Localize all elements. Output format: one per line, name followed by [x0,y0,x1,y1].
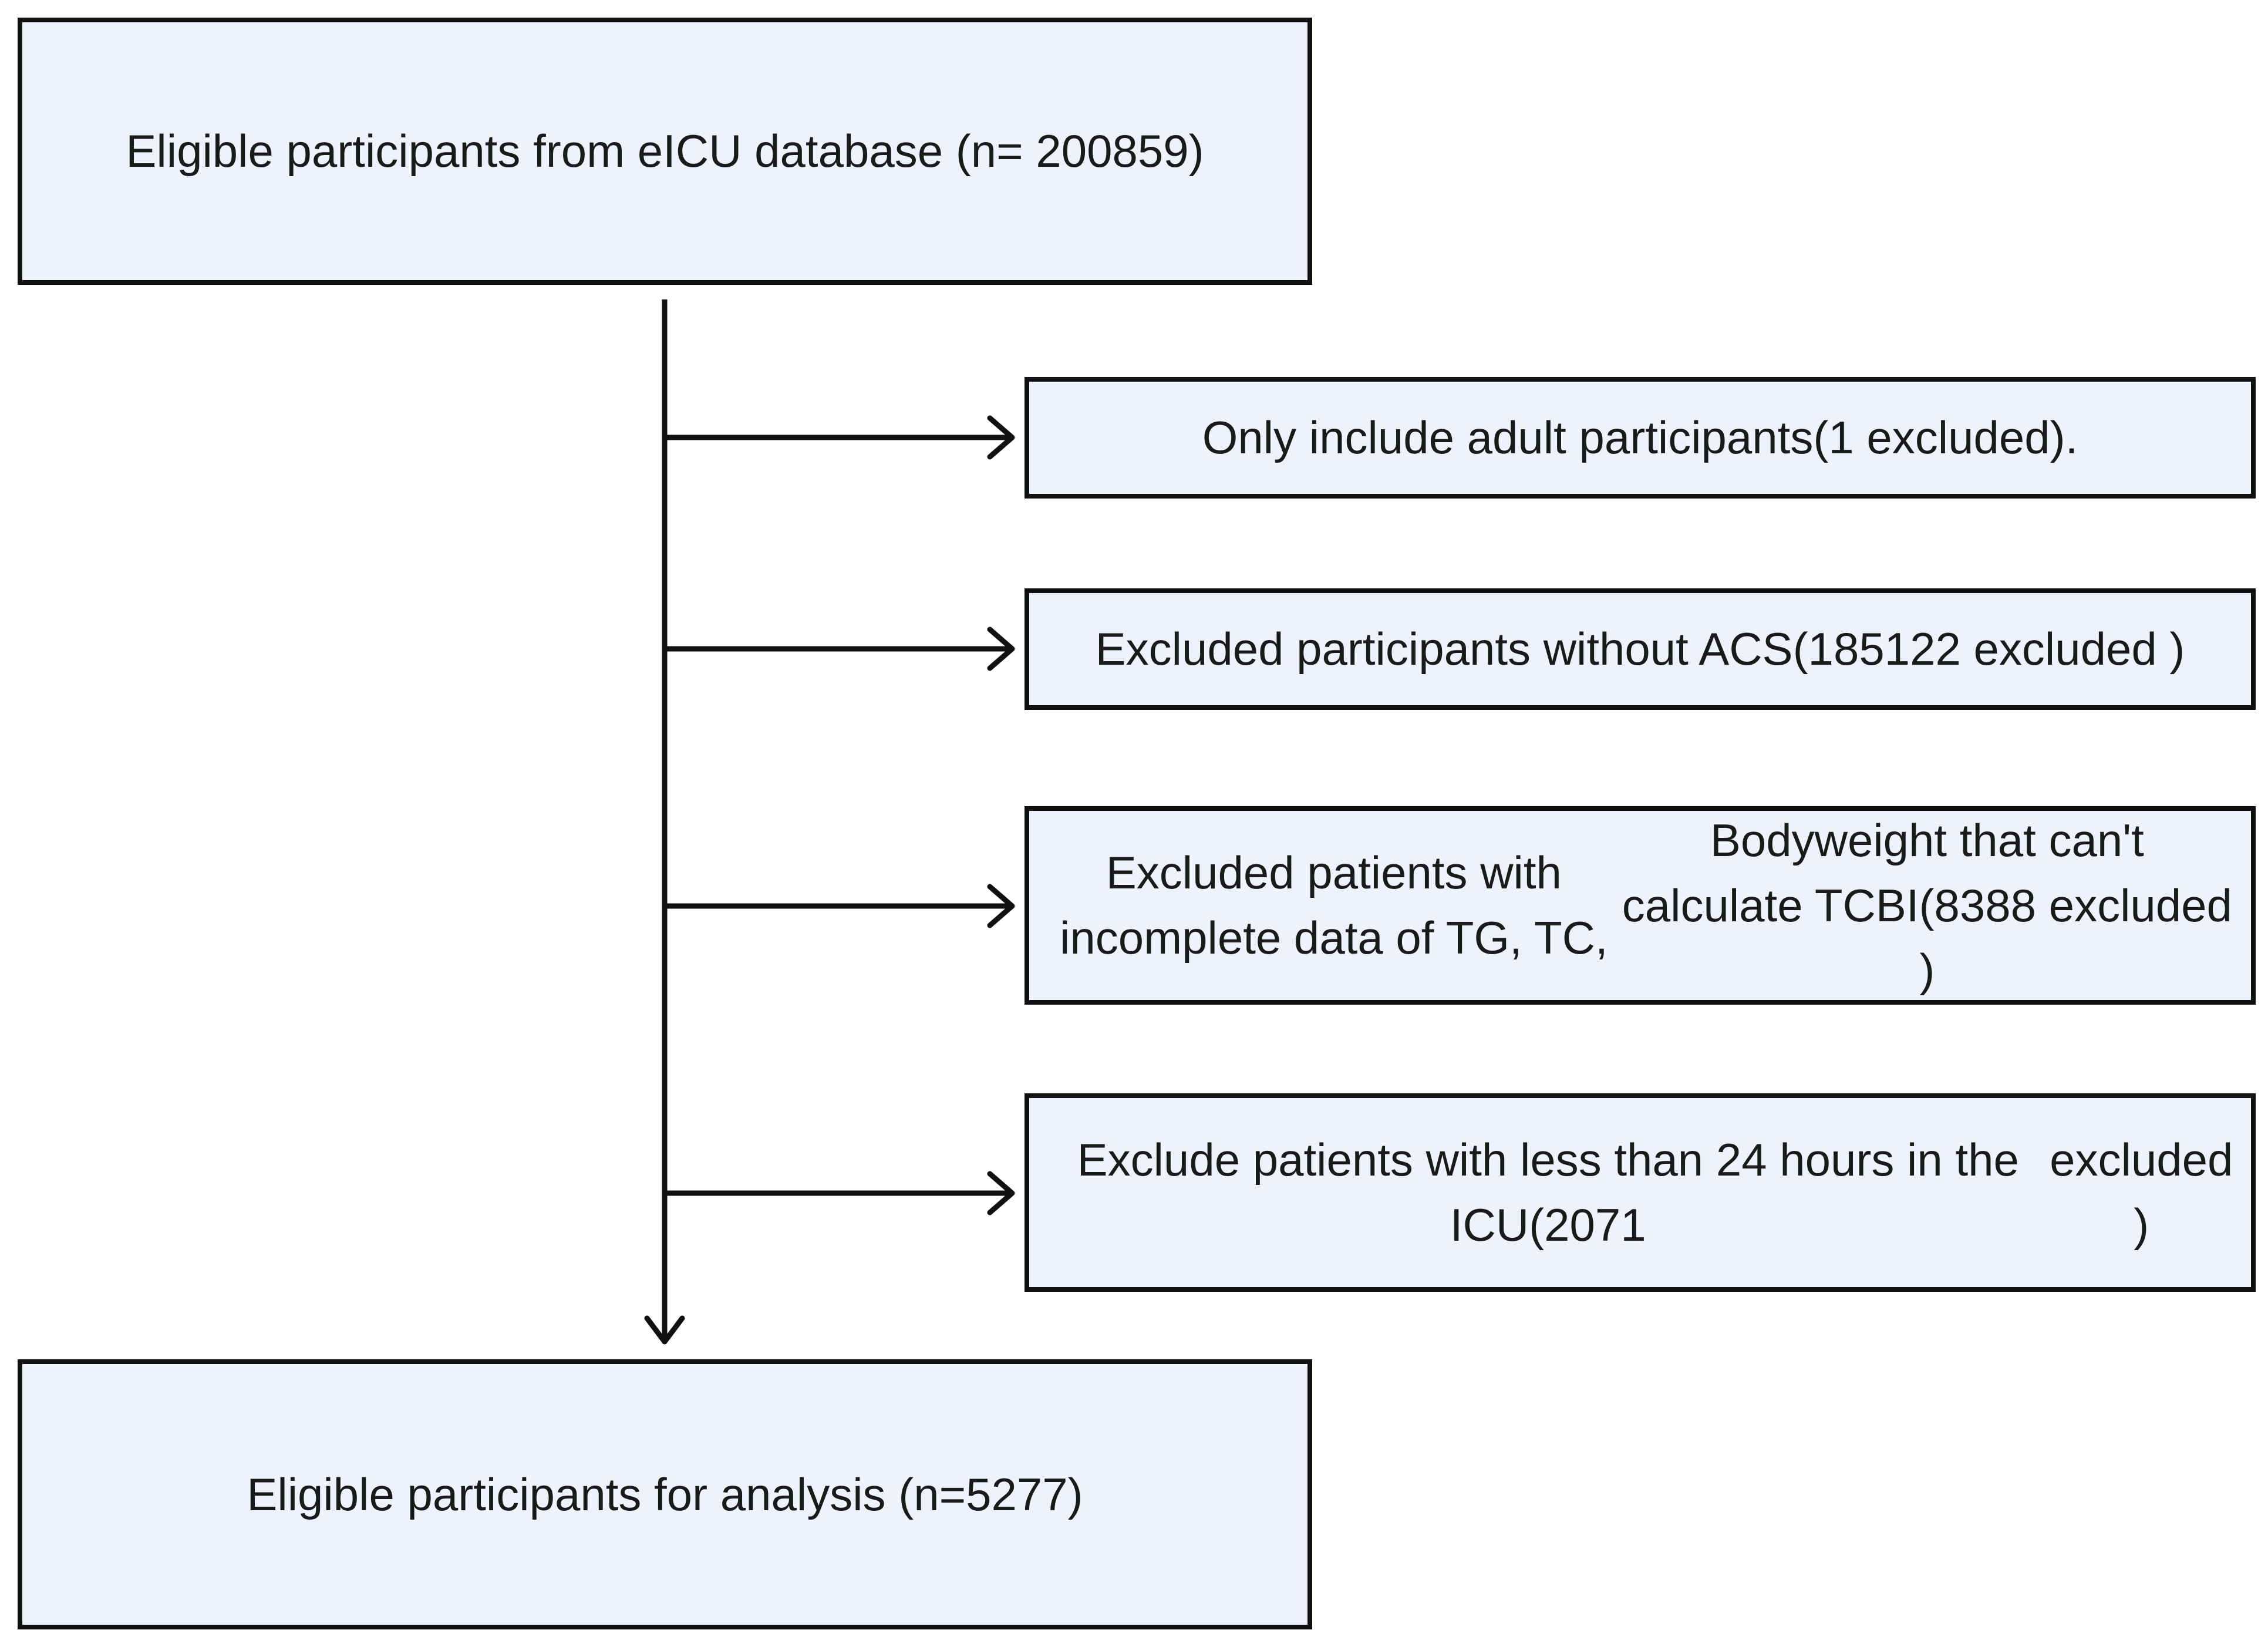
exclusion-box-2: Excluded participants without ACS(185122… [1025,588,2256,710]
exclusion-arrowhead-3 [987,884,1015,928]
exclusion-arrowhead-1 [987,415,1015,460]
end-box: Eligible participants for analysis (n=52… [18,1359,1312,1629]
exclusion-box-3-line-2: Bodyweight that can't calculate TCBI(838… [1622,814,2232,996]
start-box-text: Eligible participants from eICU database… [126,125,1204,177]
main-flow-arrowhead [644,1315,685,1345]
end-box-text: Eligible participants for analysis (n=52… [247,1468,1083,1520]
exclusion-box-4-line-2: excluded ) [2050,1134,2233,1251]
exclusion-box-4: Exclude patients with less than 24 hours… [1025,1093,2256,1292]
exclusion-box-3-line-1: Excluded patients with incomplete data o… [1060,847,1608,964]
exclusion-box-2-line-1: Excluded participants without ACS(185122… [1095,623,2185,675]
exclusion-arrowhead-2 [987,627,1015,671]
exclusion-arrowhead-4 [987,1171,1015,1215]
exclusion-box-1-line-1: Only include adult participants(1 exclud… [1202,412,2078,464]
exclusion-box-3: Excluded patients with incomplete data o… [1025,806,2256,1005]
start-box: Eligible participants from eICU database… [18,18,1312,285]
exclusion-box-1: Only include adult participants(1 exclud… [1025,377,2256,499]
exclusion-box-4-line-1: Exclude patients with less than 24 hours… [1077,1134,2019,1251]
